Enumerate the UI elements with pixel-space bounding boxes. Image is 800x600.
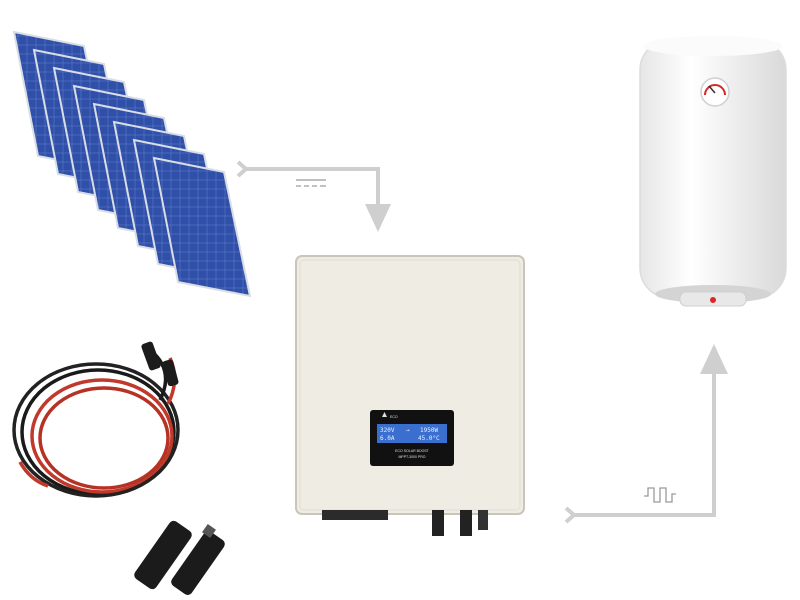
lcd-power: 1950W	[420, 427, 438, 434]
lcd-voltage: 320V	[380, 427, 395, 434]
thermometer-dial-icon	[700, 77, 730, 107]
triangle-logo-icon	[382, 412, 387, 417]
inverter-bottom-glands	[322, 510, 388, 520]
solar-cable-coil	[12, 348, 180, 498]
inverter: ECO 320V → 1950W 6.0A 45.0°C ECO SOLAR B…	[295, 255, 525, 536]
heater-indicator-light	[710, 297, 716, 303]
svg-text:ECO: ECO	[390, 415, 398, 419]
lcd-temperature: 45.0°C	[418, 435, 440, 442]
inverter-label-line1: ECO SOLAR BOOST	[395, 449, 430, 453]
ac-square-wave-symbol	[644, 487, 676, 503]
water-heater	[639, 36, 787, 307]
dc-symbol	[296, 179, 326, 187]
solar-panels	[12, 30, 252, 298]
solar-panel	[152, 156, 252, 298]
lcd-current: 6.0A	[380, 435, 395, 442]
arrow-panels-to-inverter	[236, 160, 391, 232]
arrow-inverter-to-boiler	[564, 344, 728, 524]
lcd-arrow: →	[406, 427, 410, 434]
inverter-label-line2: MPPT-3000 PRO	[398, 455, 425, 459]
mc4-connector-pair	[134, 520, 225, 595]
mc4-connector-icon	[141, 341, 179, 387]
inverter-lcd-screen	[377, 424, 447, 443]
